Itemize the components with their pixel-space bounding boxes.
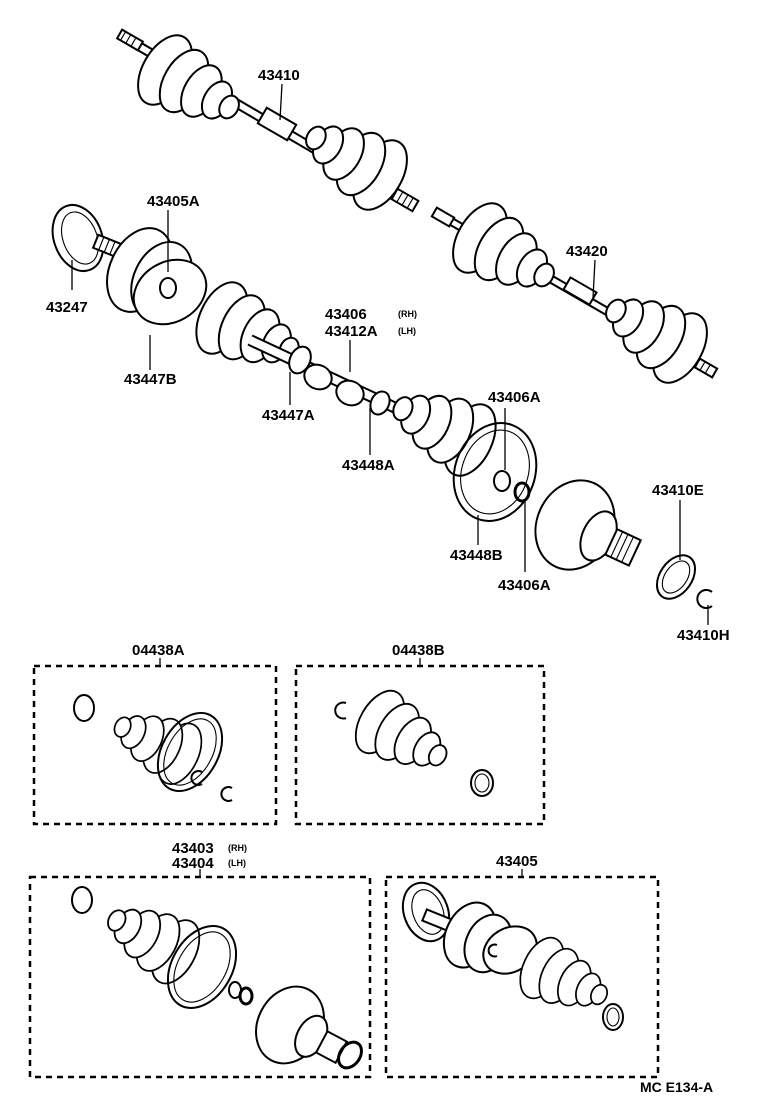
label-43404: 43404 — [172, 855, 214, 872]
label-43403: 43403 — [172, 840, 214, 857]
drive-shaft-right — [430, 193, 720, 393]
figure-code: MC E134-A — [640, 1079, 713, 1095]
kit-04438A-box — [32, 664, 278, 826]
kit-43403-parts — [71, 885, 363, 1070]
label-43410: 43410 — [258, 67, 300, 84]
label-04438B: 04438B — [392, 642, 445, 659]
label-43405: 43405 — [496, 853, 538, 870]
label-43410E: 43410E — [652, 482, 704, 499]
drive-shaft-top — [115, 25, 420, 220]
label-43448B: 43448B — [450, 547, 503, 564]
kit-43405-parts — [401, 881, 624, 1031]
label-43420: 43420 — [566, 243, 608, 260]
label-43406A-bottom: 43406A — [498, 577, 551, 594]
label-43247: 43247 — [46, 299, 88, 316]
label-43447B: 43447B — [124, 371, 177, 388]
label-43447A: 43447A — [262, 407, 315, 424]
exploded-shaft — [51, 204, 713, 609]
label-04438A: 04438A — [132, 642, 185, 659]
leader-43410 — [279, 83, 283, 121]
label-rh-tag: (RH) — [398, 309, 417, 319]
leader-43420 — [592, 259, 596, 299]
label-lh-tag: (LH) — [398, 326, 416, 336]
label-43403-tag: (RH) — [228, 843, 247, 853]
kit-04438A-parts — [73, 693, 233, 802]
dust-deflector-ring — [51, 204, 105, 272]
label-43448A: 43448A — [342, 457, 395, 474]
label-43405A: 43405A — [147, 193, 200, 210]
label-43406A-top: 43406A — [488, 389, 541, 406]
label-43404-tag: (LH) — [228, 858, 246, 868]
label-43412A: 43412A — [325, 323, 378, 340]
label-43406: 43406 — [325, 306, 367, 323]
kit-04438B-parts — [334, 681, 494, 797]
label-43410H: 43410H — [677, 627, 730, 644]
